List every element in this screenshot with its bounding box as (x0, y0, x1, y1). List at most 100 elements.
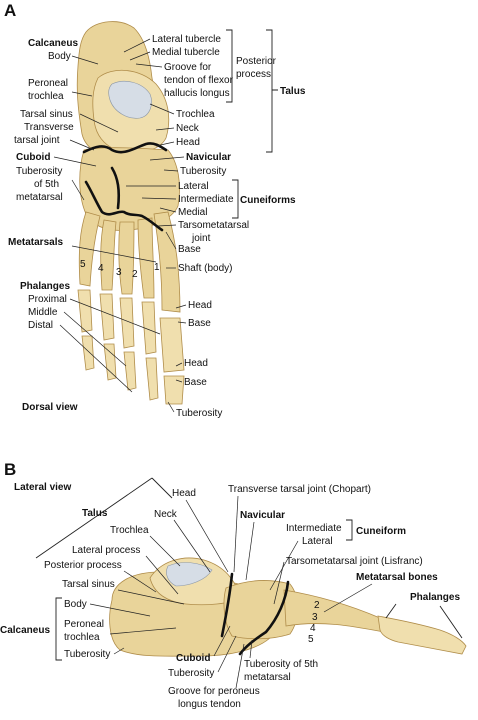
label-b-head: Head (172, 488, 196, 499)
label-num-4: 4 (98, 263, 104, 274)
phalanges-b-bracket (385, 603, 463, 639)
label-transverse-line2: tarsal joint (14, 135, 60, 146)
calcaneus-b-bracket (55, 597, 62, 661)
label-tub5-line1: Tuberosity (16, 166, 62, 177)
label-transverse-line1: Transverse (24, 122, 74, 133)
chopart-joint-line (220, 572, 234, 638)
metatarsal-2 (137, 217, 155, 299)
label-b-cuboid-tuberosity: Tuberosity (168, 668, 214, 679)
label-b-groove-line2: longus tendon (178, 699, 241, 710)
label-neck: Neck (176, 123, 200, 134)
label-ph-head-1: Head (188, 300, 212, 311)
label-peroneal-line2: trochlea (28, 91, 64, 102)
label-b-tub5-line2: metatarsal (244, 672, 291, 683)
label-b-lateral-process: Lateral process (72, 545, 140, 556)
label-talus-head: Head (176, 137, 200, 148)
metatarsal-4 (100, 219, 117, 291)
label-b-tuberosity: Tuberosity (64, 649, 110, 660)
label-cuboid: Cuboid (16, 152, 50, 163)
label-b-tarsal-sinus: Tarsal sinus (62, 579, 115, 590)
label-posterior-line2: process (236, 69, 271, 80)
label-cuneiforms: Cuneiforms (240, 195, 296, 206)
label-b-posterior-process: Posterior process (44, 560, 122, 571)
label-b-tmt: Tarsometatarsal joint (Lisfranc) (286, 556, 423, 567)
label-lateral-cuneiform: Lateral (178, 181, 209, 192)
middle-distal-phalanges (81, 335, 185, 405)
label-tarsal-sinus: Tarsal sinus (20, 109, 73, 120)
label-b-peroneal-line1: Peroneal (64, 619, 104, 630)
label-b-cuneiform: Cuneiform (356, 526, 406, 537)
label-metatarsals: Metatarsals (8, 237, 63, 248)
panel-a-annotations: A Calcaneus Body Lateral tubercle Medial… (4, 1, 306, 419)
cuneiform-b-bracket (346, 519, 353, 541)
label-trochlea: Trochlea (176, 109, 215, 120)
label-b-peroneal-line2: trochlea (64, 632, 100, 643)
label-b-calcaneus: Calcaneus (0, 625, 50, 636)
label-b-navicular: Navicular (240, 510, 285, 521)
label-b-num-4: 4 (310, 623, 316, 634)
label-b-tub5-line1: Tuberosity of 5th (244, 659, 318, 670)
label-ph-head-2: Head (184, 358, 208, 369)
label-num-1: 1 (154, 262, 160, 273)
label-groove-line1: Groove for (164, 62, 212, 73)
label-medial-cuneiform: Medial (178, 207, 207, 218)
label-peroneal-line1: Peroneal (28, 78, 68, 89)
metatarsal-1 (153, 211, 181, 313)
label-num-2: 2 (132, 269, 138, 280)
label-b-trochlea: Trochlea (110, 525, 149, 536)
label-distal: Distal (28, 320, 53, 331)
label-ph-base-1: Base (188, 318, 211, 329)
talus-b-bracket (35, 477, 173, 559)
cuneiforms-bracket (232, 179, 239, 219)
label-tmt-line1: Tarsometatarsal (178, 220, 249, 231)
label-b-talus: Talus (82, 508, 108, 519)
label-tub5-line3: metatarsal (16, 192, 63, 203)
label-b-transverse: Transverse tarsal joint (Chopart) (228, 484, 371, 495)
lisfranc-joint-line (238, 580, 290, 656)
panel-b-letter: B (4, 460, 16, 479)
label-b-num-5: 5 (308, 634, 314, 645)
label-lateral-tubercle: Lateral tubercle (152, 34, 221, 45)
label-ph-base-2: Base (184, 377, 207, 388)
lateral-foot-illustration (109, 557, 467, 657)
label-b-phalanges: Phalanges (410, 592, 460, 603)
talus-bracket (266, 29, 278, 153)
posterior-process-bracket (226, 29, 233, 103)
talus-lateral-cartilage (166, 562, 213, 587)
panel-b-annotations: B Lateral view Head Transverse tarsal jo… (0, 460, 463, 710)
label-b-groove-line1: Groove for peroneus (168, 686, 260, 697)
label-b-body: Body (64, 599, 87, 610)
label-dorsal-view: Dorsal view (22, 402, 78, 413)
label-navicular-tuberosity: Tuberosity (180, 166, 226, 177)
label-num-5: 5 (80, 259, 86, 270)
transverse-tarsal-joint-line (82, 142, 168, 154)
phalanges-lateral (377, 615, 467, 655)
label-lateral-view: Lateral view (14, 482, 71, 493)
label-b-intermediate: Intermediate (286, 523, 342, 534)
label-tub5-line2: of 5th (34, 179, 59, 190)
tarsometatarsal-joint-line (84, 180, 164, 232)
metatarsal-5 (78, 211, 101, 287)
metatarsal-3 (118, 221, 135, 295)
panel-a-letter: A (4, 1, 16, 20)
label-groove-line3: hallucis longus (164, 88, 230, 99)
label-shaft: Shaft (body) (178, 263, 232, 274)
label-num-3: 3 (116, 267, 122, 278)
label-b-num-2: 2 (314, 600, 320, 611)
metatarsals-lateral (283, 589, 385, 633)
label-b-neck: Neck (154, 509, 178, 520)
label-tmt-line2: joint (191, 233, 211, 244)
label-b-num-3: 3 (312, 612, 318, 623)
label-navicular: Navicular (186, 152, 231, 163)
label-medial-tubercle: Medial tubercle (152, 47, 220, 58)
label-groove-line2: tendon of flexor (164, 75, 234, 86)
label-calcaneus-body: Body (48, 51, 71, 62)
label-intermediate-cuneiform: Intermediate (178, 194, 234, 205)
label-b-cuboid: Cuboid (176, 653, 210, 664)
label-metatarsal-base: Base (178, 244, 201, 255)
talus-trochlea-cartilage (108, 81, 152, 119)
proximal-phalanges (77, 289, 185, 373)
label-posterior-line1: Posterior (236, 56, 277, 67)
label-proximal: Proximal (28, 294, 67, 305)
